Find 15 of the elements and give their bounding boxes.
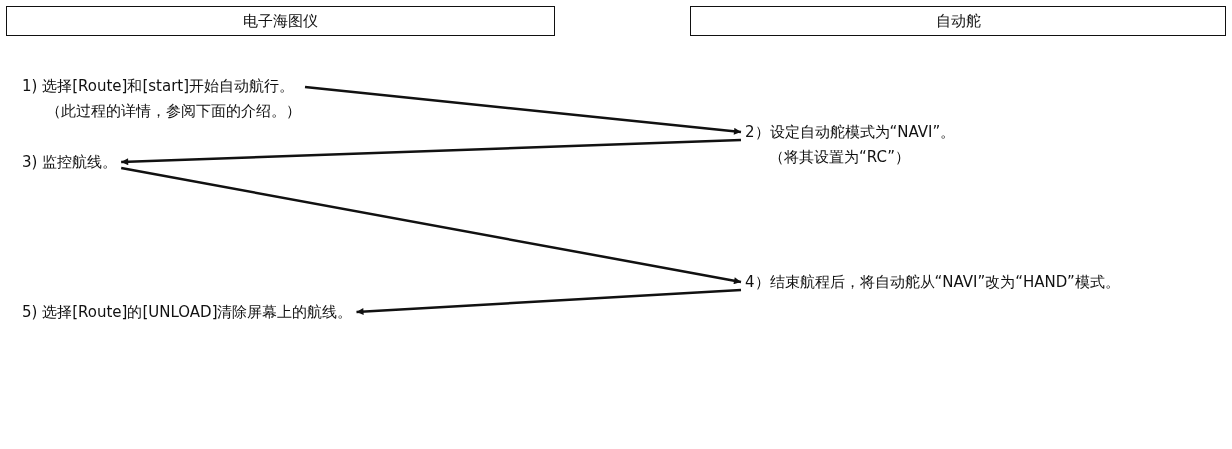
arrow (356, 288, 742, 316)
header-box (690, 6, 1226, 36)
step-text: 4）结束航程后，将自动舵从“NAVI”改为“HAND”模式。 (745, 272, 1120, 293)
header-text: 电子海图仪 (243, 10, 318, 32)
arrow (120, 166, 742, 285)
note-text: （将其设置为“RC”） (768, 147, 911, 168)
note-text: （此过程的详情，参阅下面的介绍。） (45, 101, 301, 122)
step-text: 1) 选择[Route]和[start]开始自动航行。 (22, 76, 296, 97)
arrow (304, 85, 742, 135)
step-text: 2）设定自动舵模式为“NAVI”。 (745, 122, 956, 143)
arrow (121, 138, 742, 166)
step-text: 5) 选择[Route]的[UNLOAD]清除屏幕上的航线。 (22, 302, 353, 323)
step-text: 3) 监控航线。 (22, 152, 118, 173)
header-text: 自动舵 (935, 10, 981, 32)
header-box (6, 6, 555, 36)
